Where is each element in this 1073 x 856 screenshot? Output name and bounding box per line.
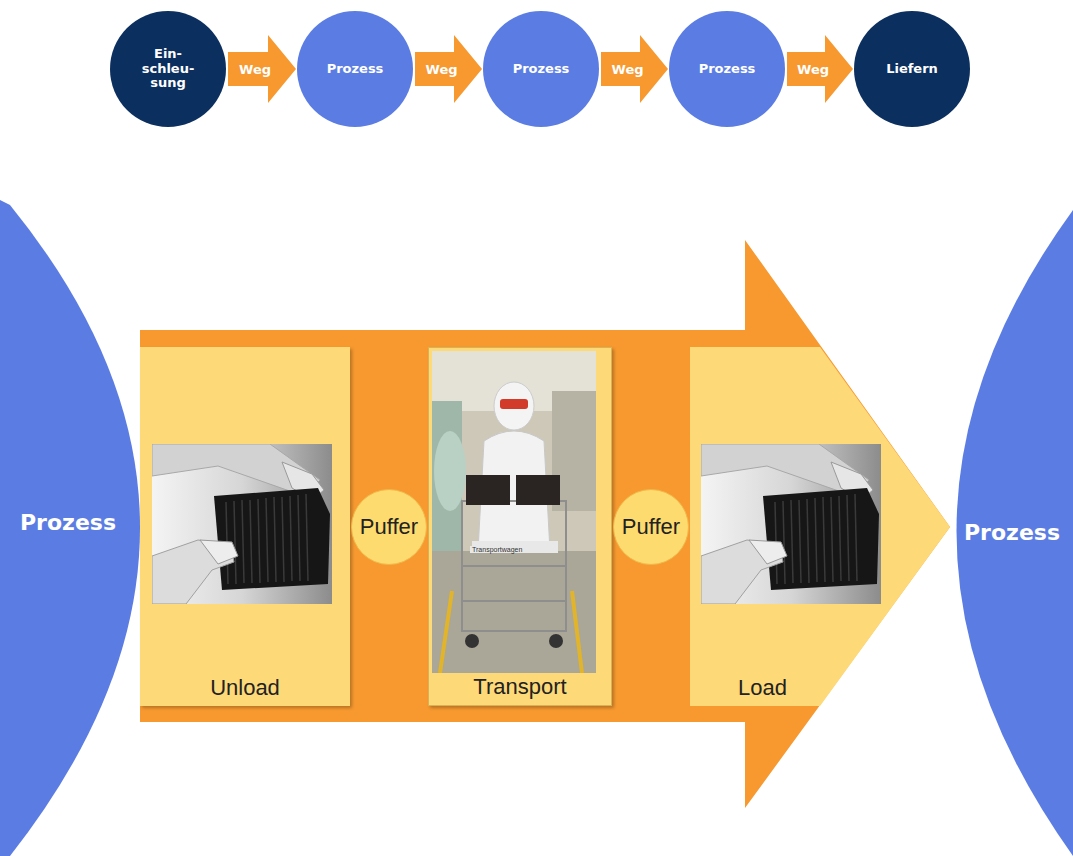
load-box: Load [690, 347, 950, 706]
process-half-circle: Prozess [950, 210, 1073, 856]
node-label: Prozess [964, 520, 1060, 545]
step-circle: Prozess [297, 11, 413, 127]
path-label: Weg [612, 62, 644, 77]
photo-part [775, 494, 857, 584]
photo-part [549, 634, 563, 648]
text-group: Ein- schleu- sung [132, 47, 204, 92]
transport-box: Transport [428, 347, 612, 706]
process-half-circle: Prozess [0, 190, 150, 856]
path-label: Weg [426, 62, 458, 77]
transport-photo [432, 351, 596, 673]
photo-part [749, 540, 787, 564]
node-label: Unload [210, 675, 280, 700]
node-label: Ein- schleu- sung [132, 47, 204, 92]
photo-part [701, 444, 881, 604]
photo-part [290, 496, 292, 581]
photo-part [250, 500, 252, 583]
path-label: Weg [797, 62, 829, 77]
photo-part [214, 488, 330, 590]
photo-part [440, 591, 452, 673]
step-circle: Ein- schleu- sung [110, 11, 226, 127]
photo-part [791, 500, 793, 583]
unload-box: Unload [140, 347, 350, 706]
photo-part [807, 499, 809, 583]
text-group: Puffer [622, 514, 680, 539]
photo-part [572, 591, 582, 673]
text-group: Prozess [964, 520, 1060, 545]
photo-part [500, 399, 528, 409]
photo-part [462, 565, 566, 567]
text-group: Load [738, 675, 787, 700]
buffer-circle: Puffer [351, 489, 427, 565]
photo-part [432, 551, 596, 673]
photo-part [847, 495, 849, 581]
node-shape [690, 347, 950, 706]
photo-part [152, 444, 332, 604]
node-shape [0, 200, 140, 856]
step-circle: Prozess [669, 11, 785, 127]
photo-part [200, 540, 238, 564]
text-group: Prozess [20, 510, 116, 535]
unload-photo [701, 444, 881, 604]
photo-part [226, 494, 308, 584]
node-label: Puffer [360, 514, 418, 539]
photo-part [465, 634, 479, 648]
buffer-circle: Puffer [613, 489, 689, 565]
text-group: Prozess [505, 62, 577, 77]
path-label: Weg [239, 62, 271, 77]
node-label: Transport [473, 674, 566, 699]
photo-part [242, 500, 244, 583]
text-group: Prozess [319, 62, 391, 77]
step-circle: Liefern [854, 11, 970, 127]
text-group: Prozess [691, 62, 763, 77]
node-label: Prozess [319, 62, 391, 77]
photo-part [306, 494, 308, 581]
path-arrow [415, 35, 482, 103]
photo-part [234, 501, 236, 584]
photo-part [815, 498, 817, 582]
path-arrow [601, 35, 668, 103]
photo-part [839, 496, 841, 581]
photo-part [763, 488, 879, 590]
path-arrow [228, 35, 296, 103]
transfer-arrow [140, 240, 950, 808]
photo-part [258, 499, 260, 583]
photo-part [516, 475, 560, 505]
node-label: Prozess [691, 62, 763, 77]
step-circle: Prozess [483, 11, 599, 127]
photo-part [462, 501, 566, 631]
photo-part [783, 501, 785, 584]
node-shape [957, 210, 1073, 856]
photo-part [823, 497, 825, 582]
photo-part [855, 494, 857, 581]
photo-part [298, 495, 300, 581]
photo-part [434, 431, 466, 511]
text-group: Unload [210, 675, 280, 700]
unload-photo [152, 444, 332, 604]
cart-sign: Transportwagen [470, 546, 524, 553]
node-label: Prozess [20, 510, 116, 535]
photo-part [274, 497, 276, 582]
photo-part [831, 497, 833, 582]
text-group: Liefern [876, 62, 948, 77]
node-label: Puffer [622, 514, 680, 539]
photo-part [462, 600, 566, 602]
photo-part [282, 497, 284, 582]
node-label: Liefern [876, 62, 948, 77]
text-group: Puffer [360, 514, 418, 539]
node-label: Prozess [505, 62, 577, 77]
photo-part [440, 591, 582, 673]
photo-part [432, 351, 596, 673]
photo-part [266, 498, 268, 582]
photo-part [462, 501, 566, 631]
text-group: Transport [473, 674, 566, 699]
photo-part [466, 475, 510, 505]
photo-part [799, 500, 801, 583]
path-arrow [787, 35, 853, 103]
node-label: Load [738, 675, 787, 700]
photo-part [494, 382, 534, 430]
